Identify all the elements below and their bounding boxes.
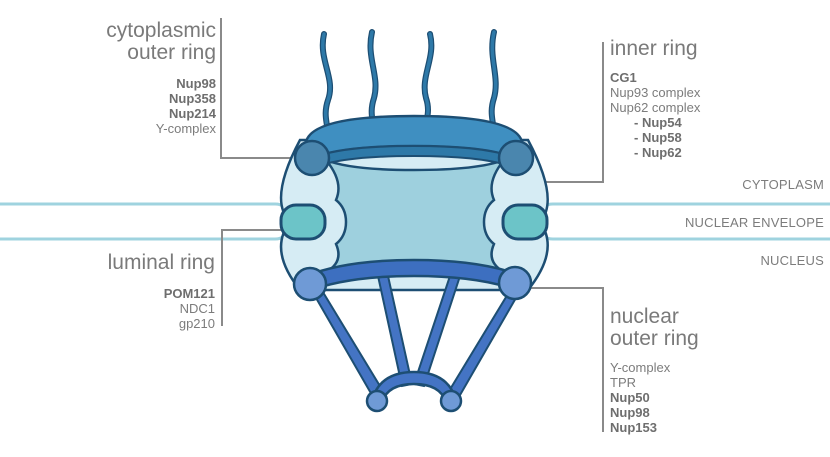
cytoplasmic-item: Nup98 (16, 76, 216, 91)
inner-item: - Nup54 (610, 115, 810, 130)
leader-line-inner (532, 42, 603, 182)
cytoplasmic-node-right (499, 141, 533, 175)
luminal-node-left (281, 205, 325, 239)
region-nucleus: NUCLEUS (760, 253, 824, 268)
nuclear-ring-label: nuclear outer ring Y-complex TPR Nup50 N… (610, 306, 810, 435)
region-cytoplasm: CYTOPLASM (742, 177, 824, 192)
nuclear-ring-title: nuclear outer ring (610, 306, 810, 350)
nuclear-node-right (499, 267, 531, 299)
cytoplasmic-ring-label: cytoplasmic outer ring Nup98 Nup358 Nup2… (16, 20, 216, 136)
luminal-item: POM121 (15, 286, 215, 301)
luminal-node-right (503, 205, 547, 239)
inner-ring-label: inner ring CG1 Nup93 complex Nup62 compl… (610, 38, 810, 160)
region-nuclear-envelope: NUCLEAR ENVELOPE (685, 215, 824, 230)
luminal-ring-label: luminal ring POM121 NDC1 gp210 (15, 252, 215, 331)
cytoplasmic-item: Nup214 (16, 106, 216, 121)
luminal-ring-title: luminal ring (15, 252, 215, 274)
nuclear-item: Nup50 (610, 390, 810, 405)
luminal-item: gp210 (15, 316, 215, 331)
inner-item: Nup93 complex (610, 85, 810, 100)
luminal-item: NDC1 (15, 301, 215, 316)
leader-line-nuclear (528, 288, 603, 432)
inner-ring-title: inner ring (610, 38, 810, 60)
nuclear-item: Y-complex (610, 360, 810, 375)
nuclear-item: Nup98 (610, 405, 810, 420)
leader-line-cytoplasmic (221, 18, 300, 158)
inner-item: - Nup58 (610, 130, 810, 145)
nuclear-item: Nup153 (610, 420, 810, 435)
cytoplasmic-item: Y-complex (16, 121, 216, 136)
cytoplasmic-node-left (295, 141, 329, 175)
nuclear-node-left (294, 268, 326, 300)
cytoplasmic-item: Nup358 (16, 91, 216, 106)
inner-item: - Nup62 (610, 145, 810, 160)
central-channel (326, 160, 504, 272)
nuclear-item: TPR (610, 375, 810, 390)
basket-node-left (367, 391, 387, 411)
cytoplasmic-ring-title: cytoplasmic outer ring (16, 20, 216, 64)
inner-item: CG1 (610, 70, 810, 85)
leader-line-luminal (222, 230, 290, 326)
inner-item: Nup62 complex (610, 100, 810, 115)
basket-node-right (441, 391, 461, 411)
